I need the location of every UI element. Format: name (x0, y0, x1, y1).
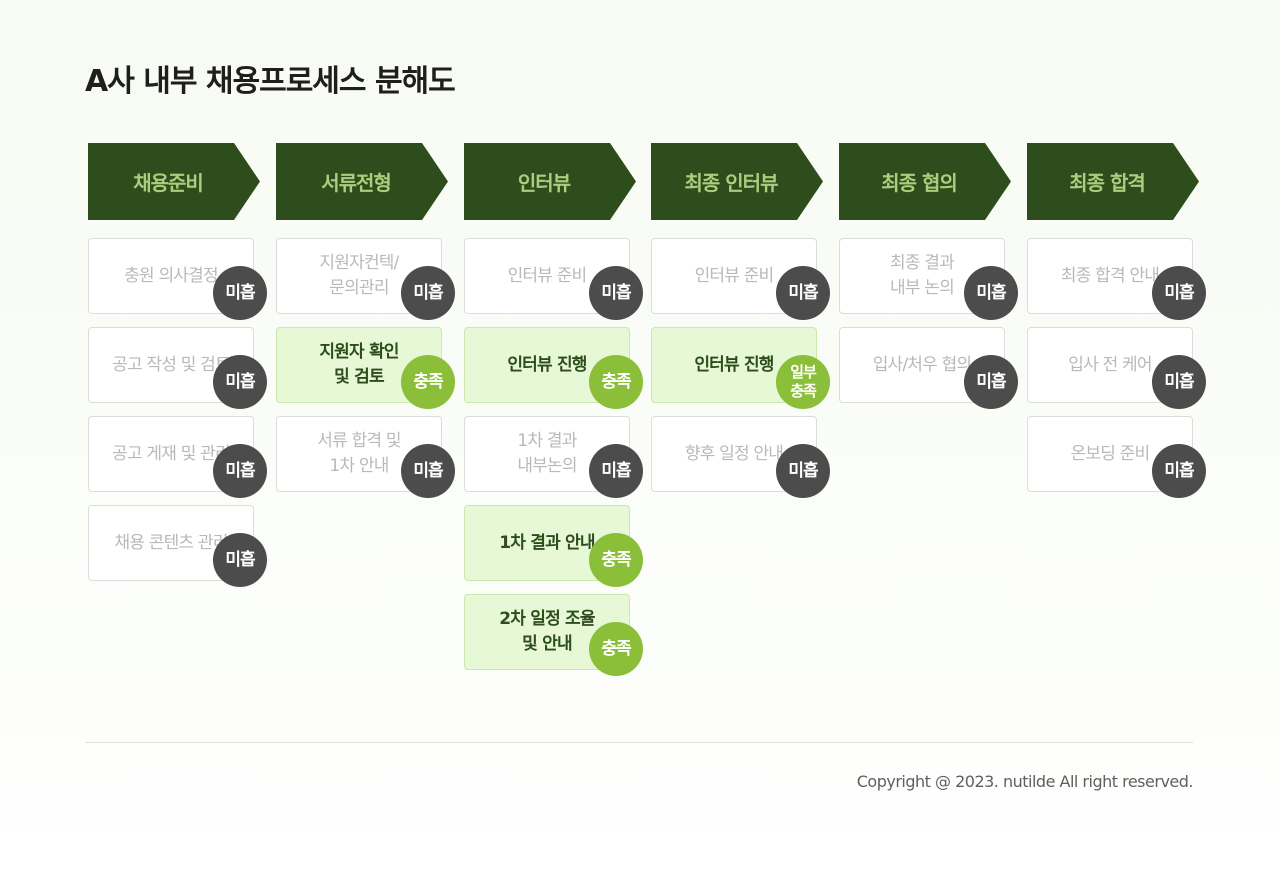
stage-label: 최종 인터뷰 (684, 171, 779, 195)
arrow-shape-icon (88, 143, 260, 220)
stage-label: 인터뷰 (517, 171, 571, 195)
status-badge: 일부 충족 (776, 355, 830, 409)
task-label: 온보딩 준비 (1070, 443, 1151, 464)
task-label: 채용 콘텐츠 관리 (114, 532, 228, 553)
task-label: 지원자 확인 및 검토 (319, 342, 399, 387)
status-badge: 충족 (401, 355, 455, 409)
arrow-shape-icon (276, 143, 448, 220)
task-label: 1차 결과 내부논의 (517, 431, 577, 476)
task-label: 인터뷰 진행 (694, 354, 774, 375)
stage-label: 채용준비 (133, 171, 204, 195)
stage-arrow: 최종 인터뷰 (651, 143, 823, 220)
arrow-shape-icon (651, 143, 823, 220)
stage-label: 최종 협의 (881, 171, 958, 195)
task-label: 2차 일정 조율 및 안내 (499, 609, 595, 654)
task-label: 입사/처우 협의 (872, 354, 972, 375)
status-badge: 미흡 (776, 266, 830, 320)
task-label: 최종 결과 내부 논의 (890, 253, 955, 298)
task-card: 1차 결과 내부논의 (464, 416, 630, 492)
status-badge: 미흡 (776, 444, 830, 498)
task-label: 최종 합격 안내 (1060, 265, 1160, 286)
task-label: 공고 작성 및 검토 (112, 354, 231, 375)
stage-arrow: 최종 협의 (839, 143, 1011, 220)
page-title: A사 내부 채용프로세스 분해도 (85, 64, 456, 99)
arrow-shape-icon (839, 143, 1011, 220)
stage-label: 서류전형 (321, 171, 392, 195)
status-badge: 미흡 (213, 533, 267, 587)
status-badge: 미흡 (589, 266, 643, 320)
task-label: 충원 의사결정 (124, 265, 218, 286)
status-badge: 미흡 (1152, 444, 1206, 498)
arrow-shape-icon (464, 143, 636, 220)
footer-divider (85, 742, 1193, 743)
task-card: 충원 의사결정 (88, 238, 254, 314)
stage-arrow: 채용준비 (88, 143, 260, 220)
status-badge: 미흡 (213, 355, 267, 409)
stage-arrow: 서류전형 (276, 143, 448, 220)
task-label: 입사 전 케어 (1068, 354, 1152, 375)
stage-arrow: 최종 합격 (1027, 143, 1199, 220)
status-badge: 미흡 (589, 444, 643, 498)
status-badge: 미흡 (964, 355, 1018, 409)
status-badge: 충족 (589, 355, 643, 409)
task-label: 인터뷰 준비 (694, 265, 775, 286)
stage-label: 최종 합격 (1069, 171, 1146, 195)
status-badge: 미흡 (1152, 266, 1206, 320)
task-label: 1차 결과 안내 (499, 532, 595, 553)
status-badge: 미흡 (401, 444, 455, 498)
stage-arrow: 인터뷰 (464, 143, 636, 220)
task-label: 지원자컨텍/ 문의관리 (319, 253, 399, 298)
copyright-text: Copyright @ 2023. nutilde All right rese… (856, 772, 1194, 791)
status-badge: 미흡 (213, 266, 267, 320)
status-badge: 미흡 (964, 266, 1018, 320)
status-badge: 충족 (589, 622, 643, 676)
task-label: 향후 일정 안내 (684, 443, 784, 464)
task-label: 공고 게재 및 관리 (112, 443, 231, 464)
status-badge: 미흡 (213, 444, 267, 498)
arrow-shape-icon (1027, 143, 1199, 220)
task-label: 서류 합격 및 1차 안내 (317, 431, 401, 476)
task-label: 인터뷰 진행 (507, 354, 587, 375)
status-badge: 미흡 (1152, 355, 1206, 409)
status-badge: 미흡 (401, 266, 455, 320)
task-label: 인터뷰 준비 (507, 265, 588, 286)
status-badge: 충족 (589, 533, 643, 587)
